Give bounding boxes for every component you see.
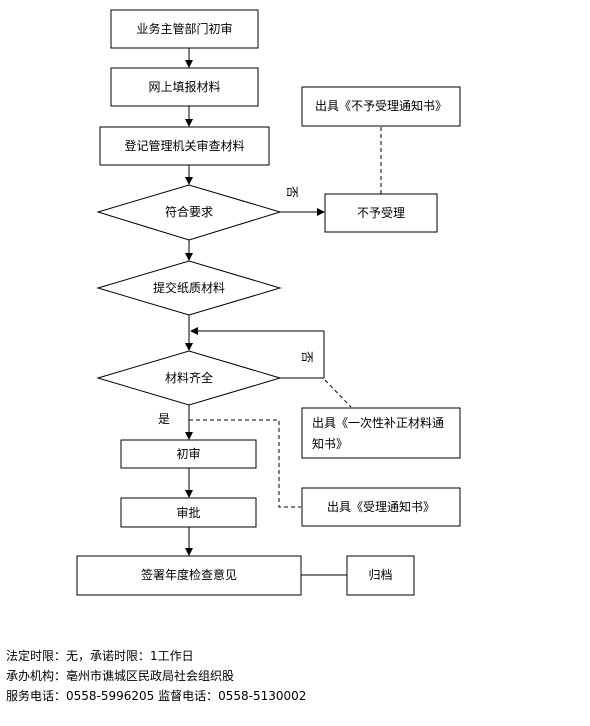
reject-notice-label: 出具《不予受理通知书》	[315, 99, 447, 113]
sign-opinion-label: 签署年度检查意见	[141, 567, 237, 582]
archive-label: 归档	[368, 568, 392, 582]
reject-box: 不予受理	[324, 193, 438, 233]
agency-text: 承办机构：亳州市谯城区民政局社会组织股	[6, 669, 235, 683]
step-initial-review-label: 业务主管部门初审	[136, 21, 232, 36]
footer-info: 法定时限：无，承诺时限：1工作日 承办机构：亳州市谯城区民政局社会组织股 服务电…	[6, 646, 306, 706]
decision-meets-requirements-label: 符合要求	[165, 204, 213, 219]
accept-notice-box: 出具《受理通知书》	[301, 487, 461, 527]
approve-box: 审批	[120, 497, 257, 528]
archive-box: 归档	[346, 555, 415, 596]
step-registry-review-box: 登记管理机关审查材料	[99, 126, 270, 166]
approve-label: 审批	[176, 505, 200, 520]
no-label-1: 否	[285, 186, 299, 198]
yes-label: 是	[158, 412, 170, 426]
time-limit-text: 法定时限：无，承诺时限：1工作日	[6, 649, 194, 663]
decision-materials-complete-label: 材料齐全	[165, 370, 213, 385]
step-online-submit-box: 网上填报材料	[110, 67, 259, 107]
reject-label: 不予受理	[357, 206, 405, 220]
decision-meets-requirements: 符合要求	[96, 184, 282, 241]
phone-text: 服务电话：0558-5996205 监督电话：0558-5130002	[6, 689, 307, 703]
paper-materials-shape: 提交纸质材料	[96, 260, 282, 316]
sign-opinion-box: 签署年度检查意见	[76, 555, 302, 596]
supplement-notice-label-line2: 知书》	[312, 437, 348, 451]
supplement-notice-box: 出具《一次性补正材料通 知书》	[301, 407, 461, 459]
connector-accept-notice	[189, 419, 301, 508]
accept-notice-label: 出具《受理通知书》	[327, 500, 435, 514]
step-registry-review-label: 登记管理机关审查材料	[124, 138, 244, 153]
connector-d2-loopback	[190, 327, 325, 379]
step-online-submit-label: 网上填报材料	[148, 79, 220, 94]
first-review-box: 初审	[120, 439, 257, 469]
reject-notice-box: 出具《不予受理通知书》	[301, 86, 461, 127]
paper-materials-label: 提交纸质材料	[153, 280, 225, 295]
decision-materials-complete: 材料齐全	[96, 350, 282, 406]
step-initial-review-box: 业务主管部门初审	[110, 9, 259, 49]
no-label-2: 否	[300, 351, 314, 363]
first-review-label: 初审	[176, 446, 200, 461]
connector-d2-supplement	[324, 379, 352, 408]
supplement-notice-label-line1: 出具《一次性补正材料通	[312, 416, 444, 430]
